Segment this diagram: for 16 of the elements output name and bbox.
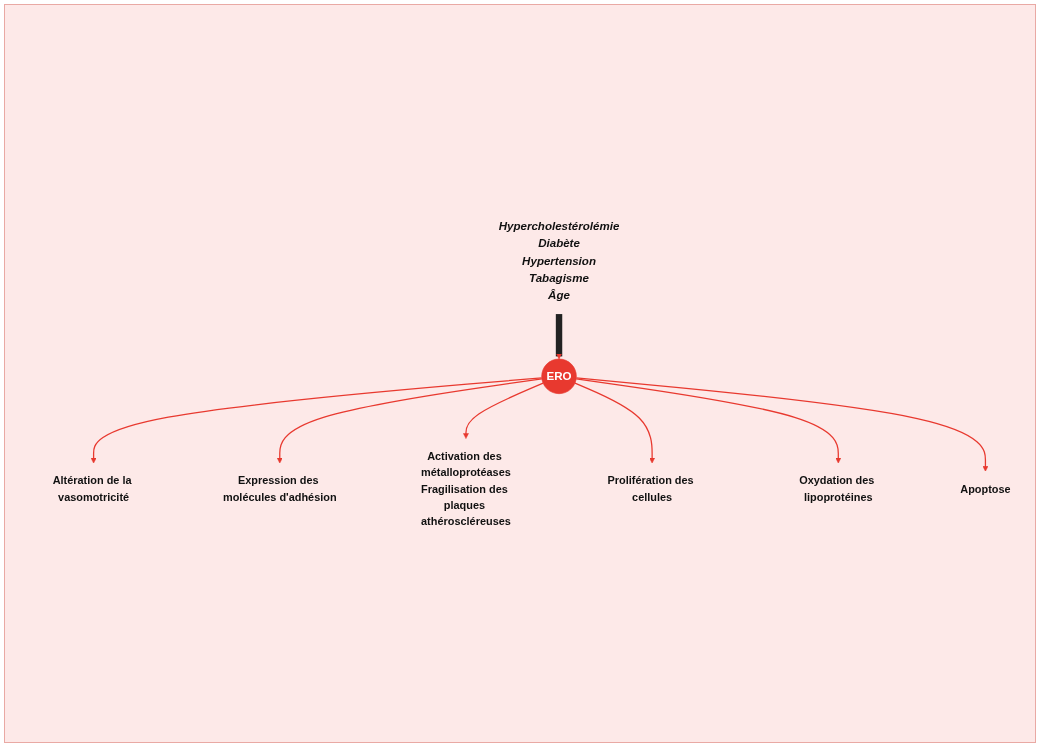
arrow [575,376,989,472]
node-text: Expression des molécules d'adhésion [222,474,337,503]
diagram: Hypercholestérolémie Diabète Hypertension Tabagisme Âge ERO Altération de la vasomotricité Expression des molécules d'adhésion Activation des métalloprotéases Fragilisation des plaques athéroscléreuses Prolifération des cellules Oxydation des lipoprotéines Apoptose [5,202,1035,545]
node-text: Oxydation des lipoprotéines [799,474,875,503]
node-circle [541,358,577,394]
node-text: Altération de la vasomotricité [52,474,132,503]
node-text: Hypercholestérolémie Diabète Hypertension Tabagisme Âge [498,219,620,302]
arrow [463,382,544,439]
arrow [276,377,543,463]
arrow [555,313,563,359]
arrow [90,376,543,463]
arrow [574,382,655,463]
node-text: Prolifération des cellules [607,474,694,503]
node-text: Activation des métalloprotéases Fragilisation des plaques athéroscléreuses [421,449,511,528]
node-text: Apoptose [960,482,1011,495]
arrow [575,377,842,463]
